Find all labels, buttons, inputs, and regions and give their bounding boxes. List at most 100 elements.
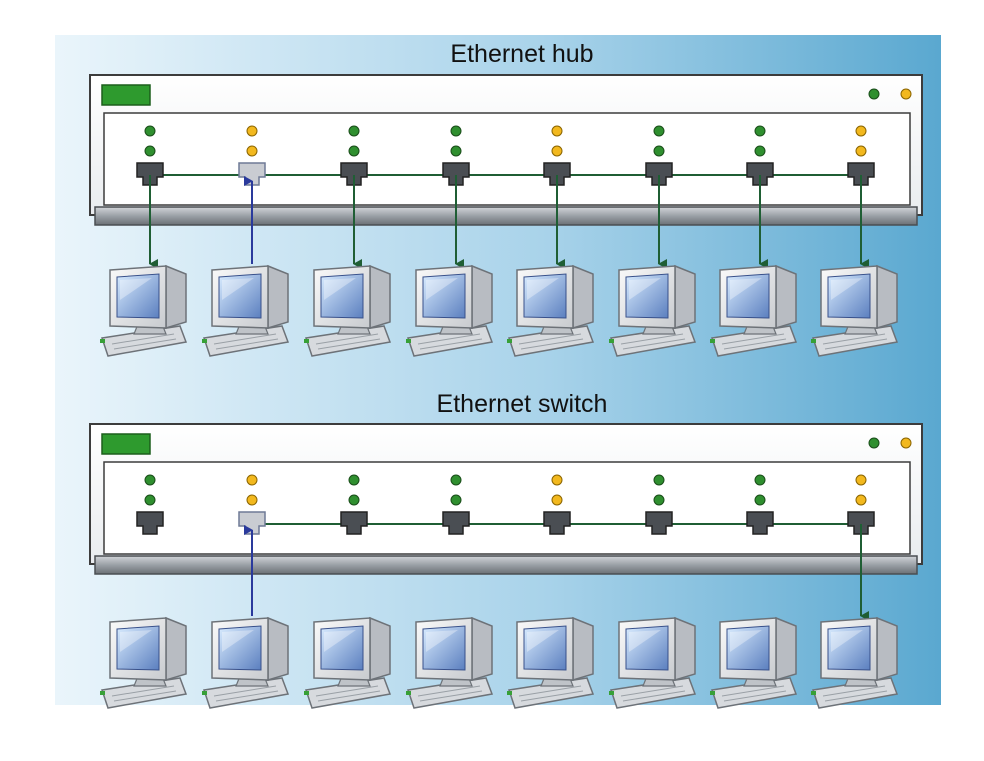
hub-port-1-link-led: [144, 125, 156, 137]
hub-computer-8-monitor-back: [876, 264, 898, 330]
hub-computer-6-screen-glare: [629, 278, 661, 300]
hub-title: Ethernet hub: [450, 40, 594, 68]
hub-computer-2-screen: [218, 273, 262, 319]
switch-port-5-link-led: [551, 474, 563, 486]
switch-computer-6-keyboard-keys: [620, 685, 686, 702]
switch-port-4-link-led: [450, 474, 462, 486]
switch-computer-5-screen-glare: [527, 630, 559, 652]
switch-computer-3-keyboard-keys: [315, 685, 381, 702]
switch-port-4-socket: [442, 511, 470, 535]
hub-computer-7-screen-glare: [730, 278, 762, 300]
switch-computer-1-screen-glare: [120, 630, 152, 652]
switch-port-panel: [103, 461, 911, 555]
switch-port-1-activity-led: [144, 494, 156, 506]
hub-computer-8-screen: [827, 273, 871, 319]
switch-computer-7: [710, 616, 798, 709]
hub-computer-6-power-light: [609, 339, 614, 343]
hub-port-3-activity-led: [348, 145, 360, 157]
hub-computer-3-keyboard-keys: [315, 333, 381, 350]
switch-port-8-socket: [847, 511, 875, 535]
hub-computer-3-screen: [320, 273, 364, 319]
hub-computer-7-power-light: [710, 339, 715, 343]
switch-computer-8-power-light: [811, 691, 816, 695]
switch-computer-7-keyboard-keys: [721, 685, 787, 702]
hub-port-6-link-led: [653, 125, 665, 137]
switch-computer-2-power-light: [202, 691, 207, 695]
switch-mount-rail: [94, 555, 918, 575]
hub-computer-5-screen: [523, 273, 567, 319]
hub-computer-5-monitor-back: [572, 264, 594, 330]
hub-computer-1: [100, 264, 188, 357]
switch-port-6-socket: [645, 511, 673, 535]
hub-status-block: [101, 84, 151, 106]
hub-port-6-socket: [645, 162, 673, 186]
switch-computer-2: [202, 616, 290, 709]
hub-computer-2-keyboard-keys: [213, 333, 279, 350]
hub-computer-8: [811, 264, 899, 357]
hub-computer-6-screen: [625, 273, 669, 319]
switch-computer-8: [811, 616, 899, 709]
switch-computer-2-monitor-back: [267, 616, 289, 682]
switch-computer-2-keyboard-keys: [213, 685, 279, 702]
hub-port-7-activity-led: [754, 145, 766, 157]
hub-port-7-socket: [746, 162, 774, 186]
hub-port-8-activity-led: [855, 145, 867, 157]
hub-computer-1-power-light: [100, 339, 105, 343]
switch-computer-7-screen: [726, 625, 770, 671]
switch-port-2-link-led: [246, 474, 258, 486]
hub-port-8-socket: [847, 162, 875, 186]
switch-computer-1-screen: [116, 625, 160, 671]
switch-port-1-link-led: [144, 474, 156, 486]
hub-mount-rail: [94, 206, 918, 226]
hub-computer-1-monitor-back: [165, 264, 187, 330]
hub-computer-2-monitor-back: [267, 264, 289, 330]
switch-computer-3-screen-glare: [324, 630, 356, 652]
switch-computer-6-screen-glare: [629, 630, 661, 652]
hub-computer-7-screen: [726, 273, 770, 319]
switch-status-block: [101, 433, 151, 455]
switch-computer-8-monitor-back: [876, 616, 898, 682]
hub-computer-3-power-light: [304, 339, 309, 343]
hub-computer-5-keyboard-keys: [518, 333, 584, 350]
hub-port-3-socket: [340, 162, 368, 186]
hub-computer-2: [202, 264, 290, 357]
switch-device: [89, 423, 923, 621]
hub-computer-6-monitor-back: [674, 264, 696, 330]
switch-port-2-activity-led: [246, 494, 258, 506]
hub-port-6-activity-led: [653, 145, 665, 157]
switch-power-led: [868, 437, 880, 449]
switch-computer-5-screen: [523, 625, 567, 671]
hub-port-4-activity-led: [450, 145, 462, 157]
hub-computer-8-screen-glare: [831, 278, 863, 300]
hub-computer-3: [304, 264, 392, 357]
switch-port-6-link-led: [653, 474, 665, 486]
switch-computer-6-power-light: [609, 691, 614, 695]
hub-port-5-activity-led: [551, 145, 563, 157]
switch-port-5-socket: [543, 511, 571, 535]
switch-computer-1-keyboard-keys: [111, 685, 177, 702]
hub-port-8-link-led: [855, 125, 867, 137]
switch-port-4-activity-led: [450, 494, 462, 506]
switch-port-7-socket: [746, 511, 774, 535]
switch-computer-4-screen: [422, 625, 466, 671]
hub-device: [89, 74, 923, 269]
switch-computer-3-power-light: [304, 691, 309, 695]
switch-computer-3: [304, 616, 392, 709]
hub-computer-7-keyboard-keys: [721, 333, 787, 350]
switch-port-7-activity-led: [754, 494, 766, 506]
hub-computer-4-monitor-back: [471, 264, 493, 330]
hub-computer-4-keyboard-keys: [417, 333, 483, 350]
switch-computer-1-monitor-back: [165, 616, 187, 682]
switch-computer-3-monitor-back: [369, 616, 391, 682]
hub-computer-4-screen: [422, 273, 466, 319]
switch-computer-1-power-light: [100, 691, 105, 695]
switch-computer-4-power-light: [406, 691, 411, 695]
switch-computer-6-screen: [625, 625, 669, 671]
hub-computer-4: [406, 264, 494, 357]
hub-computer-2-power-light: [202, 339, 207, 343]
hub-computer-6-keyboard-keys: [620, 333, 686, 350]
hub-port-4-socket: [442, 162, 470, 186]
hub-port-2-activity-led: [246, 145, 258, 157]
switch-port-8-link-led: [855, 474, 867, 486]
